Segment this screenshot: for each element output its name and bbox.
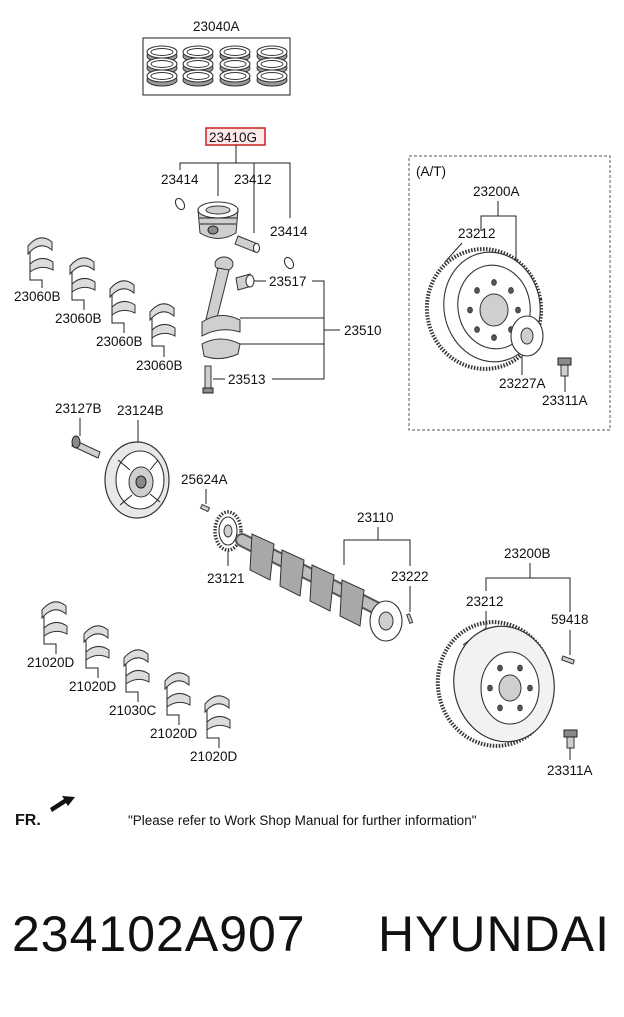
bearing-shell[interactable] <box>83 625 110 678</box>
front-arrow-icon <box>50 796 75 812</box>
label-23410G[interactable]: 23410G <box>209 130 257 145</box>
label-23127B[interactable]: 23127B <box>55 401 102 416</box>
crank-sprocket[interactable] <box>213 510 243 552</box>
label-23510[interactable]: 23510 <box>344 323 382 338</box>
label-23200A[interactable]: 23200A <box>473 184 520 199</box>
label-23212-mt[interactable]: 23212 <box>466 594 504 609</box>
label-23227A[interactable]: 23227A <box>499 376 546 391</box>
piston-ring-stack <box>219 45 251 87</box>
flywheel[interactable] <box>428 613 563 755</box>
drive-plate[interactable] <box>417 240 550 378</box>
label-23414-left[interactable]: 23414 <box>161 172 199 187</box>
part-number: 234102A907 <box>12 906 306 962</box>
label-23121[interactable]: 23121 <box>207 571 245 586</box>
piston-rings-set[interactable] <box>142 37 291 96</box>
piston-pin[interactable] <box>234 235 261 254</box>
fr-label: FR. <box>15 812 41 829</box>
label-59418[interactable]: 59418 <box>551 612 589 627</box>
label-23124B[interactable]: 23124B <box>117 403 164 418</box>
crank-pin[interactable] <box>406 613 414 625</box>
label-23311A-at[interactable]: 23311A <box>542 393 588 408</box>
adapter-plate[interactable] <box>510 315 544 357</box>
label-23513[interactable]: 23513 <box>228 372 266 387</box>
dowel-pin[interactable] <box>561 655 575 665</box>
label-21020D-4[interactable]: 21020D <box>190 749 238 764</box>
crankshaft[interactable] <box>235 533 403 642</box>
bearing-shell[interactable] <box>109 280 136 333</box>
bearing-shell[interactable] <box>204 695 231 748</box>
label-21020D-1[interactable]: 21020D <box>27 655 75 670</box>
conrod-bolt[interactable] <box>202 365 214 394</box>
snap-ring-left[interactable] <box>174 197 187 211</box>
pulley-bolt[interactable] <box>71 435 101 459</box>
label-21030C[interactable]: 21030C <box>109 703 157 718</box>
label-at: (A/T) <box>416 164 446 179</box>
label-21020D-2[interactable]: 21020D <box>69 679 117 694</box>
piston-ring-stack <box>256 45 288 87</box>
label-23212-at[interactable]: 23212 <box>458 226 496 241</box>
mt-bolt[interactable] <box>563 729 578 749</box>
bearing-shell[interactable] <box>41 601 68 654</box>
parts-diagram: 23040A 23410G 23414 23412 23414 23517 <box>14 19 611 829</box>
bearing-shell[interactable] <box>164 672 191 725</box>
label-23517[interactable]: 23517 <box>269 274 307 289</box>
label-23060B-1[interactable]: 23060B <box>14 289 61 304</box>
label-23110[interactable]: 23110 <box>357 510 394 525</box>
bearing-shell[interactable] <box>27 237 54 288</box>
footer: 234102A907 HYUNDAI <box>0 895 624 985</box>
snap-ring-right[interactable] <box>283 256 296 270</box>
piston-ring-stack <box>146 45 178 87</box>
piston-ring-stack <box>182 45 214 87</box>
label-21020D-3[interactable]: 21020D <box>150 726 198 741</box>
label-23222[interactable]: 23222 <box>391 569 429 584</box>
label-23060B-4[interactable]: 23060B <box>136 358 183 373</box>
label-23412[interactable]: 23412 <box>234 172 272 187</box>
label-23060B-3[interactable]: 23060B <box>96 334 143 349</box>
label-23200B[interactable]: 23200B <box>504 546 551 561</box>
woodruff-key[interactable] <box>199 503 211 513</box>
connecting-rod[interactable] <box>201 256 241 360</box>
label-25624A[interactable]: 25624A <box>181 472 228 487</box>
brand-name: HYUNDAI <box>377 906 610 962</box>
bearing-shell[interactable] <box>69 257 96 310</box>
at-bolt[interactable] <box>557 357 572 377</box>
piston[interactable] <box>197 201 239 239</box>
label-23311A-mt[interactable]: 23311A <box>547 763 593 778</box>
damper-pulley[interactable] <box>104 441 170 519</box>
label-23060B-2[interactable]: 23060B <box>55 311 102 326</box>
bearing-shell[interactable] <box>149 303 176 357</box>
at-section-box <box>408 155 611 431</box>
label-23040A: 23040A <box>193 19 240 34</box>
reference-note: "Please refer to Work Shop Manual for fu… <box>128 813 477 828</box>
bearing-shell[interactable] <box>123 649 150 702</box>
label-23414-right[interactable]: 23414 <box>270 224 308 239</box>
conrod-bushing[interactable] <box>235 273 255 291</box>
